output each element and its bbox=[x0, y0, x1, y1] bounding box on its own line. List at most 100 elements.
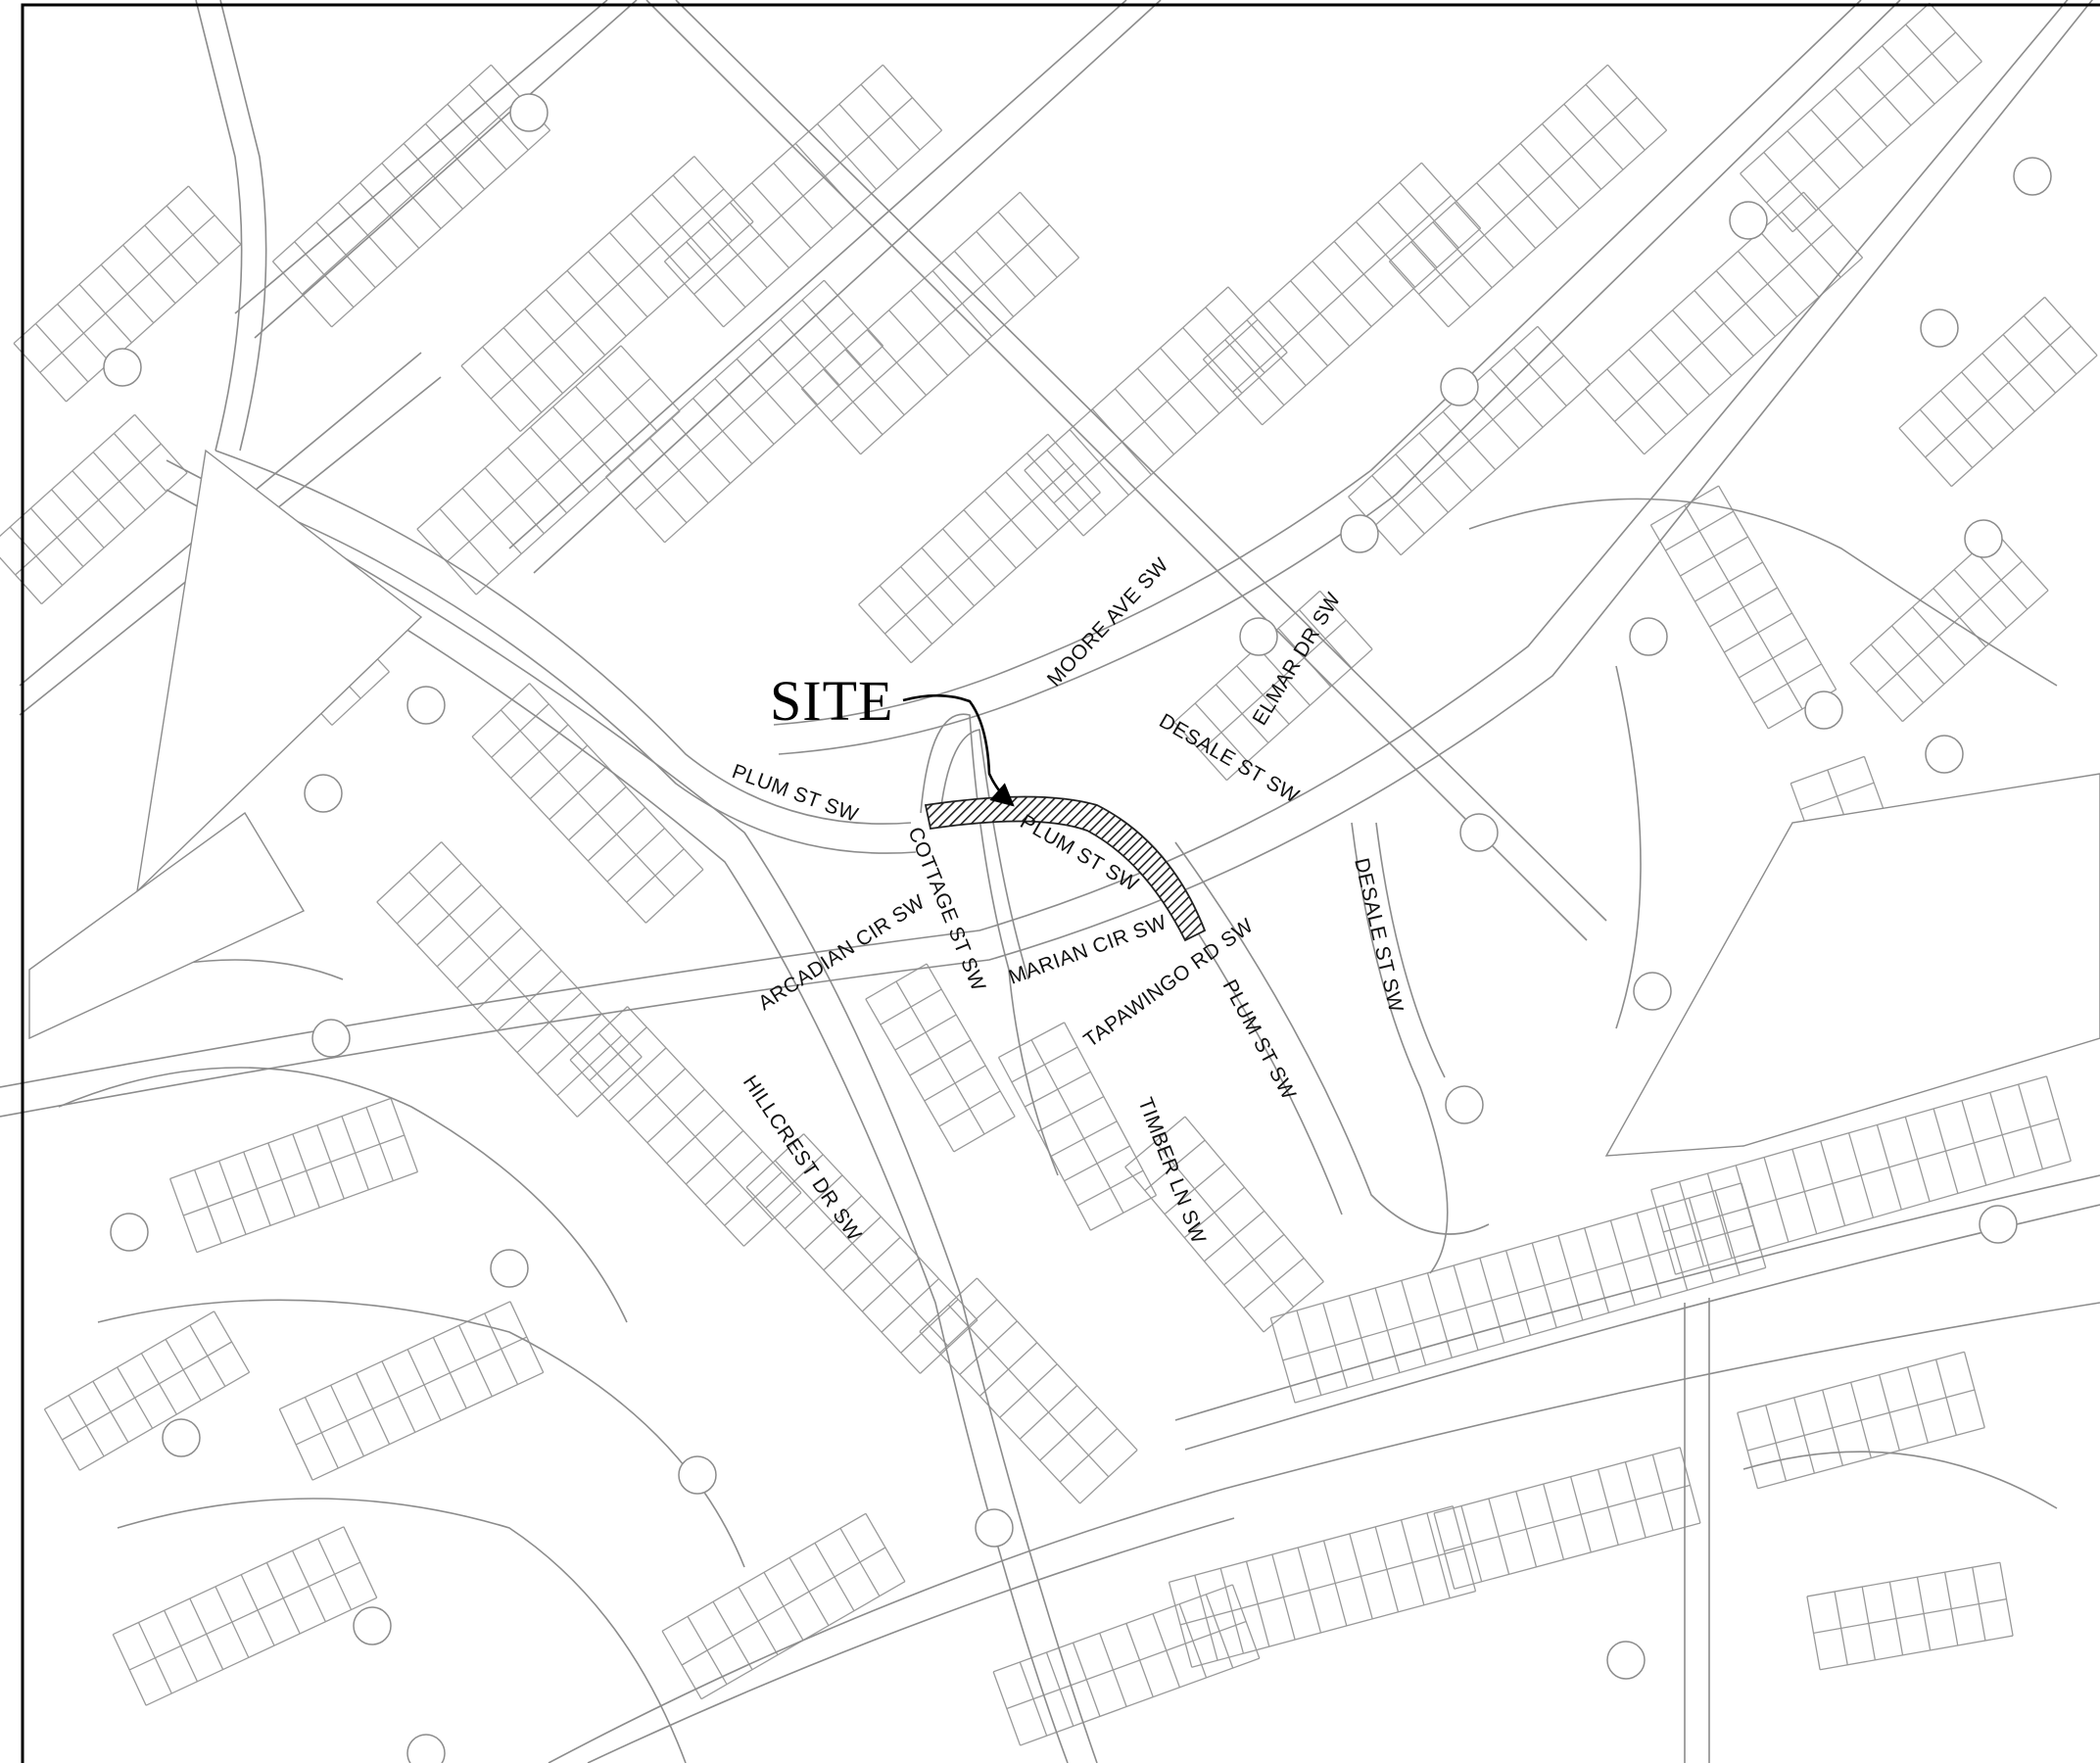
parcel-line bbox=[997, 211, 1058, 278]
road-upper-diagonal bbox=[645, 0, 1588, 941]
parcel-line bbox=[311, 1371, 544, 1481]
parcel-line bbox=[1820, 1140, 1846, 1226]
parcel-line bbox=[1806, 1596, 1821, 1670]
road-south-arterial-edge bbox=[1184, 1204, 2100, 1451]
parcel-line bbox=[315, 221, 376, 289]
parcel-line bbox=[1045, 1651, 1074, 1727]
road-ne-1-edge bbox=[533, 0, 1162, 574]
parcel-line bbox=[997, 1057, 1091, 1231]
parcel-line bbox=[1432, 221, 1493, 289]
parcel-line bbox=[1215, 684, 1269, 743]
parcel-line bbox=[1724, 612, 1792, 653]
parcel-line bbox=[1974, 550, 2028, 610]
parcel-line bbox=[1024, 286, 1229, 471]
parcel-line bbox=[866, 329, 928, 397]
parcel-line bbox=[1223, 1233, 1285, 1286]
parcel-line bbox=[471, 736, 646, 924]
parcel-line bbox=[1847, 1132, 1875, 1218]
parcel-line bbox=[359, 182, 420, 249]
parcel-line bbox=[304, 1397, 339, 1469]
parcel-line bbox=[1678, 1181, 1705, 1267]
parcel-line bbox=[271, 64, 492, 262]
parcel-line bbox=[215, 1586, 250, 1658]
parcel-line bbox=[724, 1171, 783, 1226]
parcel-line bbox=[145, 1596, 377, 1706]
parcel-line bbox=[78, 283, 132, 344]
parcel-line bbox=[424, 122, 486, 190]
parcel-line bbox=[41, 472, 188, 605]
parcel-line bbox=[589, 1026, 647, 1081]
parcel-line bbox=[502, 327, 563, 395]
parcel-line bbox=[456, 927, 522, 989]
open-parcel-west-small bbox=[28, 811, 306, 1040]
parcel-line bbox=[646, 1088, 705, 1144]
parcel-line bbox=[1820, 1635, 2014, 1671]
parcel-line bbox=[1584, 388, 1646, 455]
parcel-line bbox=[457, 1324, 493, 1398]
parcel-line bbox=[626, 848, 685, 903]
parcel-line bbox=[1227, 286, 1288, 354]
parcel-line bbox=[1737, 1412, 1759, 1489]
parcel-line bbox=[823, 1215, 882, 1271]
parcel-line bbox=[243, 1151, 271, 1226]
parcel-line bbox=[900, 566, 954, 626]
parcel-line bbox=[1371, 475, 1425, 535]
parcel-line bbox=[1628, 349, 1689, 416]
parcel-line bbox=[910, 492, 1101, 664]
parcel-line bbox=[803, 1195, 863, 1251]
parcel-line bbox=[2002, 334, 2057, 394]
parcel-line bbox=[858, 603, 912, 664]
parcel-line bbox=[1876, 1124, 1902, 1211]
parcel-line bbox=[1444, 1484, 1691, 1552]
parcel-line bbox=[72, 470, 125, 530]
parcel-line bbox=[1490, 368, 1544, 428]
parcel-line bbox=[1322, 1540, 1348, 1627]
parcel-line bbox=[1059, 1428, 1119, 1483]
parcel-line bbox=[924, 1065, 986, 1102]
parcel-line bbox=[1861, 1586, 1877, 1660]
parcel-line bbox=[736, 358, 796, 425]
parcel-line bbox=[497, 970, 562, 1032]
parcel-line bbox=[1433, 1512, 1456, 1590]
open-parcels bbox=[28, 449, 2100, 1157]
parcel-line bbox=[685, 1129, 744, 1185]
road-plum-west bbox=[215, 450, 912, 825]
parcel-line bbox=[1939, 390, 1994, 450]
parcel-line bbox=[861, 1257, 921, 1312]
parcel-line bbox=[1226, 648, 1373, 782]
parcel-line bbox=[1125, 1623, 1154, 1697]
parcel-line bbox=[29, 507, 84, 567]
parcel-line bbox=[894, 1014, 957, 1051]
cul-de-sac-bulb bbox=[1729, 201, 1768, 240]
parcel-line bbox=[537, 1013, 602, 1074]
parcel-line bbox=[630, 213, 691, 280]
parcel-line bbox=[1442, 410, 1497, 471]
parcel-line bbox=[1374, 1287, 1401, 1373]
road-upper-diagonal-edge bbox=[675, 0, 1607, 922]
parcel-line bbox=[1124, 1116, 1186, 1167]
parcel-line bbox=[742, 1192, 802, 1247]
parcel-line bbox=[218, 1160, 247, 1235]
parcel-line bbox=[576, 1056, 643, 1118]
parcel-line bbox=[1298, 609, 1353, 669]
parcel-line bbox=[800, 388, 862, 455]
cul-de-sac-bulb bbox=[353, 1606, 392, 1645]
parcel-line bbox=[844, 349, 905, 416]
parcel-line bbox=[627, 1068, 687, 1123]
parcel-line bbox=[1912, 606, 1966, 666]
parcel-line bbox=[1929, 2, 1982, 63]
parcel-line bbox=[1019, 1385, 1078, 1440]
parcel-line bbox=[1541, 122, 1602, 190]
cul-de-sacs bbox=[103, 93, 2052, 1763]
parcel-line bbox=[588, 251, 648, 318]
parcel-line bbox=[1168, 1582, 1193, 1668]
parcel-line bbox=[1999, 1562, 2014, 1637]
parcel-line bbox=[113, 1526, 345, 1636]
parcel-line bbox=[1333, 241, 1394, 308]
parcel-line bbox=[714, 378, 775, 445]
parcel-line bbox=[278, 1408, 313, 1481]
open-parcel-triangle-west bbox=[135, 449, 423, 893]
parcel-line bbox=[1194, 1575, 1218, 1661]
